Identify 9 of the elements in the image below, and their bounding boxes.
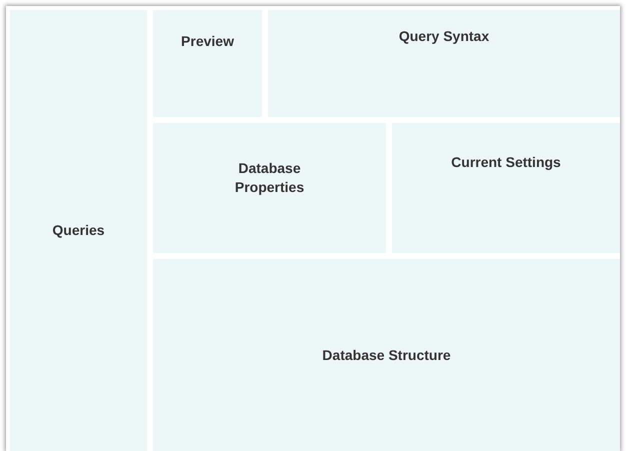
panel-area: [153, 259, 620, 451]
panel-title: Current Settings: [451, 153, 561, 172]
panel-area: [392, 123, 620, 253]
panel-title: Database Structure: [322, 346, 451, 364]
panel-title: Query Syntax: [398, 27, 490, 46]
panel-area: [268, 10, 620, 117]
panel-title: Database Properties: [234, 159, 306, 197]
panel-title: Preview: [181, 32, 234, 51]
panel-title: Queries: [52, 221, 105, 240]
